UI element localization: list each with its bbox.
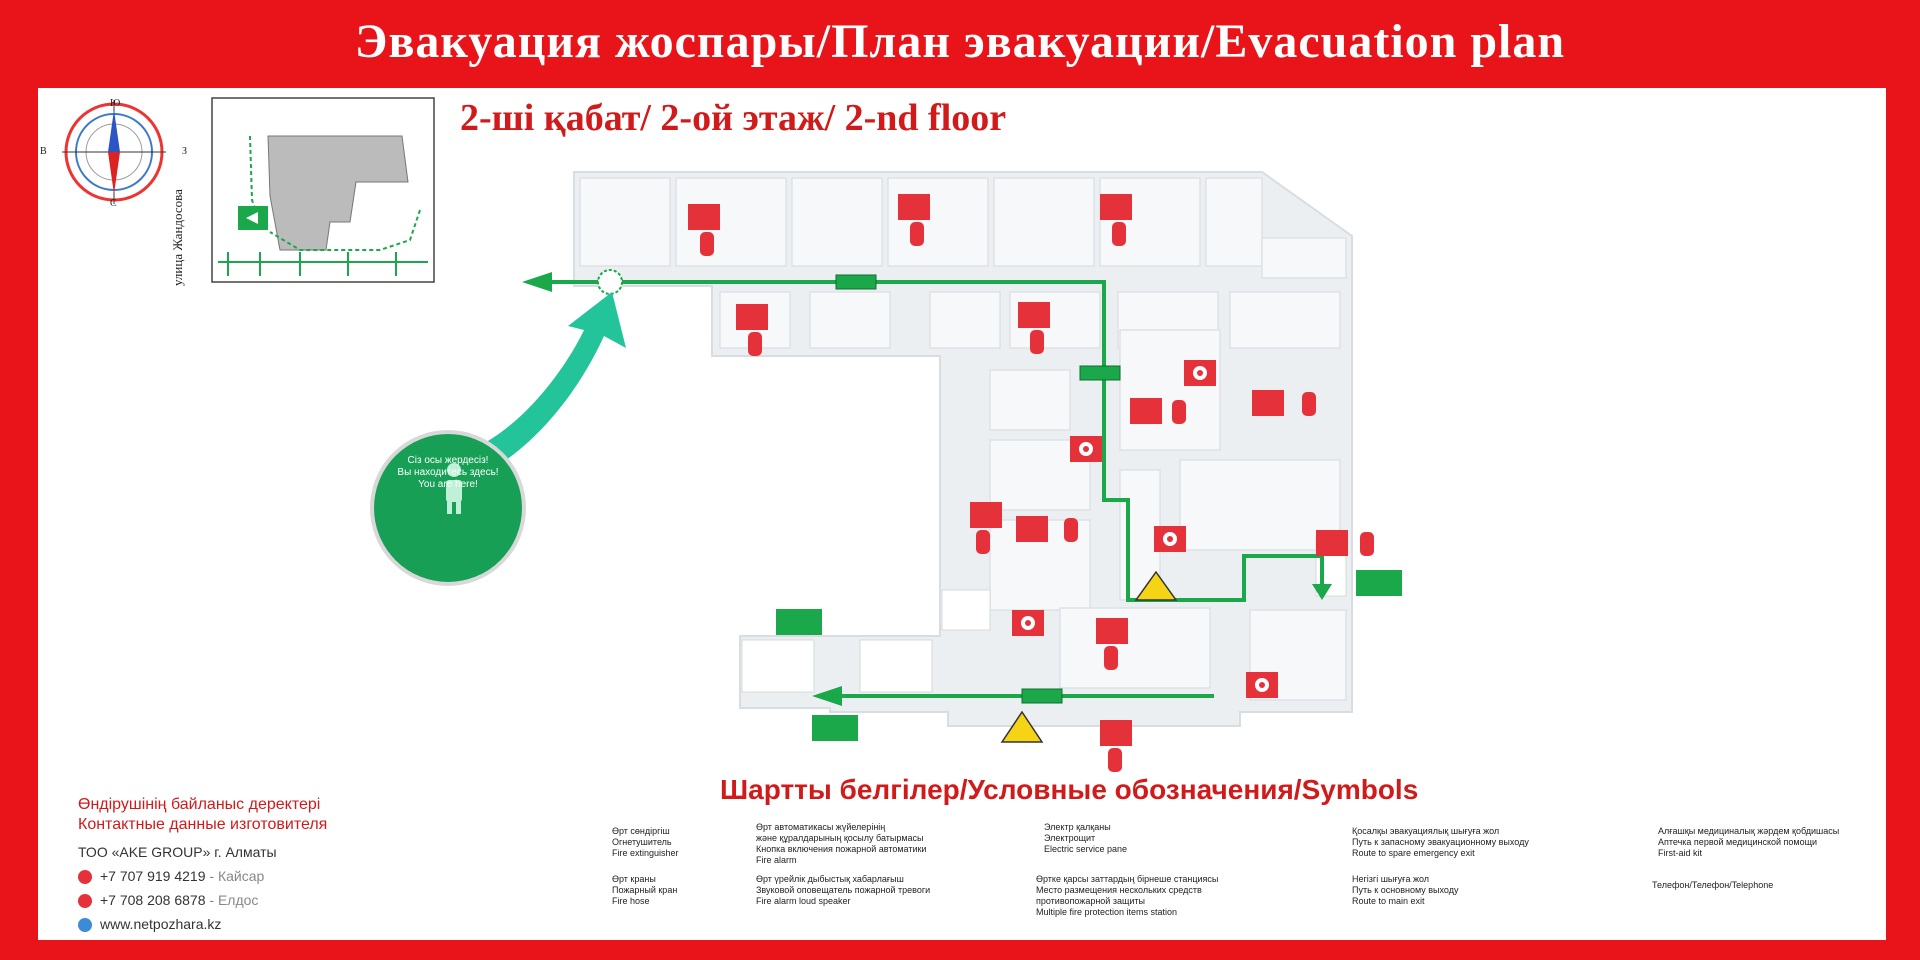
- exit-sign-icon: [776, 274, 1402, 741]
- fire-extinguisher-icon: [700, 222, 1374, 772]
- phone-1-number: +7 707 919 4219: [100, 868, 206, 884]
- room-partitions: [579, 177, 1347, 701]
- fire-hose-icon: [688, 194, 1348, 746]
- location-minimap: [211, 97, 435, 283]
- you-are-here-marker: [370, 269, 626, 586]
- phone-1-name: - Кайсар: [209, 868, 265, 884]
- you-are-here-ru: Вы находитесь здесь!: [397, 467, 499, 478]
- website-text: www.netpozhara.kz: [100, 916, 222, 932]
- compass-west-label: В: [40, 146, 47, 157]
- phone-2-number: +7 708 208 6878: [100, 892, 206, 908]
- website-link[interactable]: www.netpozhara.kz: [78, 916, 222, 933]
- globe-icon: [78, 918, 92, 933]
- floor-title: 2-ші қабат/ 2-ой этаж/ 2-nd floor: [460, 97, 1007, 139]
- phone-2-name: - Елдос: [209, 892, 259, 908]
- phone-icon: [78, 870, 92, 885]
- company-name: ТОО «AKE GROUP» г. Алматы: [78, 844, 277, 860]
- logo-text: NETPOZHARA.KZ: [353, 888, 413, 895]
- contacts-title-ru: Контактные данные изготовителя: [78, 816, 328, 833]
- alarm-button-centers: [1025, 370, 1265, 688]
- poster-title: Эвакуация жоспары/План эвакуации/Evacuat…: [354, 15, 1566, 68]
- phone-1[interactable]: +7 707 919 4219 - Кайсар: [78, 868, 265, 885]
- you-are-here-text: Сіз осы жердесіз! Вы находитесь здесь! Y…: [374, 455, 522, 491]
- compass-south-label: С: [110, 198, 117, 209]
- phone-icon: [78, 894, 92, 909]
- compass-north-label: Ю: [110, 98, 121, 109]
- phone-2[interactable]: +7 708 208 6878 - Елдос: [78, 892, 259, 909]
- street-label: улица Жандосова: [170, 189, 185, 286]
- compass-icon: [62, 100, 166, 204]
- symbols-title: Шартты белгілер/Условные обозначения/Sym…: [720, 774, 1419, 805]
- electric-hazard-icon: [1000, 570, 1178, 743]
- contacts-title-kk: Өндірушінің байланыс деректері: [78, 796, 321, 813]
- you-are-here-en: You are here!: [418, 479, 478, 490]
- footer-panel: [38, 780, 1886, 940]
- compass-east-label: З: [182, 146, 188, 157]
- legend-telephone: Телефон/Телефон/Telephone: [1652, 880, 1774, 890]
- you-are-here-kk: Сіз осы жердесіз!: [407, 455, 489, 466]
